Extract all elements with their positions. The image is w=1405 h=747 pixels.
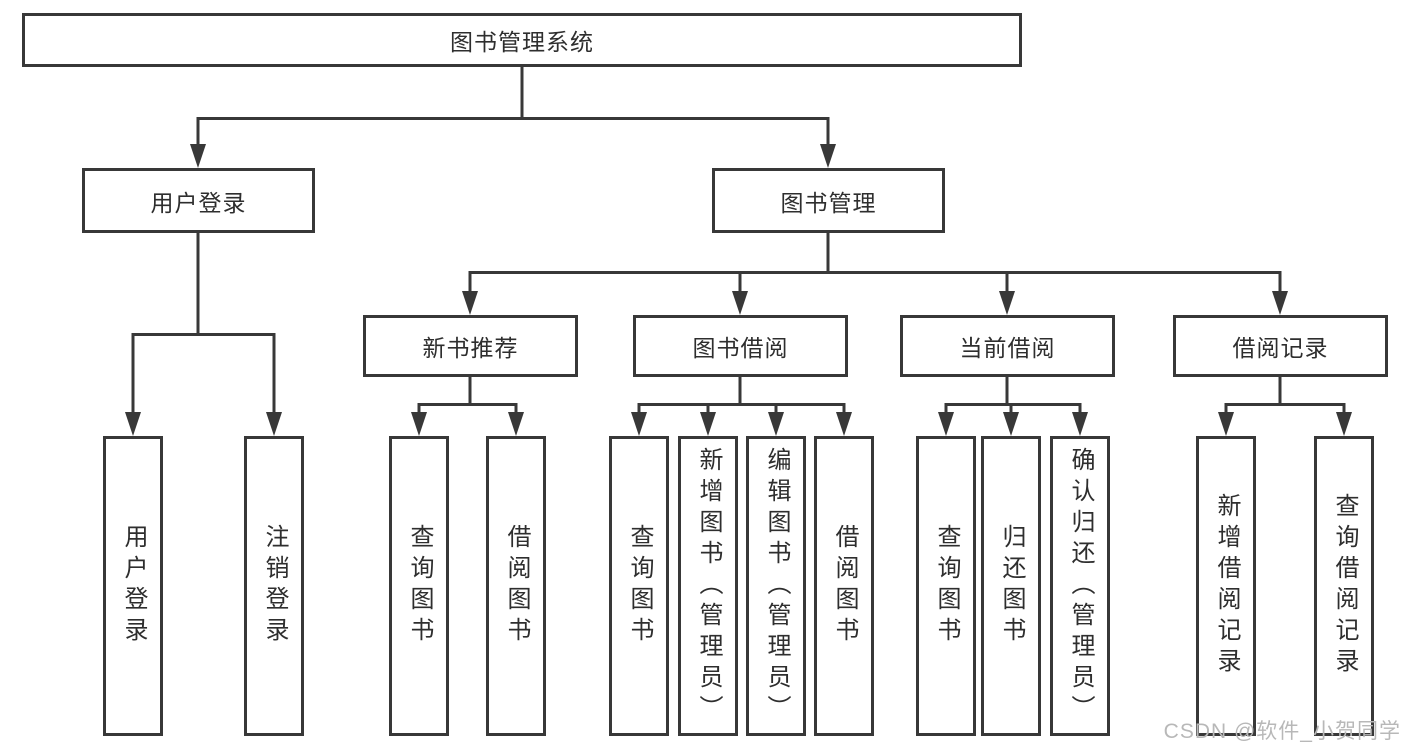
node-book-management-label: 图书管理: [780, 189, 877, 216]
leaf-borrow-books-1: 借阅图书: [486, 436, 546, 736]
leaf-borrow-books-2-label: 借阅图书: [831, 524, 858, 648]
leaf-borrow-books-2: 借阅图书: [814, 436, 874, 736]
leaf-confirm-return-admin: 确认归还（管理员）: [1050, 436, 1110, 736]
node-book-borrow: 图书借阅: [633, 315, 848, 377]
leaf-query-books-3: 查询图书: [916, 436, 976, 736]
node-root: 图书管理系统: [22, 13, 1022, 67]
csdn-watermark: CSDN @软件_小贺同学: [1163, 720, 1401, 743]
node-book-borrow-label: 图书借阅: [692, 335, 789, 361]
node-current-borrow-label: 当前借阅: [959, 335, 1056, 361]
node-user-login-label: 用户登录: [150, 189, 247, 216]
leaf-query-books-1-label: 查询图书: [406, 524, 433, 648]
leaf-edit-books-admin-label: 编辑图书（管理员）: [763, 446, 790, 726]
leaf-user-login: 用户登录: [103, 436, 163, 736]
leaf-borrow-books-1-label: 借阅图书: [503, 524, 530, 648]
leaf-logout: 注销登录: [244, 436, 304, 736]
leaf-return-books: 归还图书: [981, 436, 1041, 736]
node-new-book-recommend: 新书推荐: [363, 315, 578, 377]
node-borrow-records-label: 借阅记录: [1232, 335, 1329, 361]
leaf-add-books-admin: 新增图书（管理员）: [678, 436, 738, 736]
node-new-book-recommend-label: 新书推荐: [422, 335, 519, 361]
leaf-user-login-label: 用户登录: [120, 524, 147, 648]
leaf-query-borrow-record: 查询借阅记录: [1314, 436, 1374, 736]
leaf-query-books-1: 查询图书: [389, 436, 449, 736]
leaf-add-borrow-record: 新增借阅记录: [1196, 436, 1256, 736]
node-borrow-records: 借阅记录: [1173, 315, 1388, 377]
leaf-query-books-2-label: 查询图书: [626, 524, 653, 648]
leaf-query-borrow-record-label: 查询借阅记录: [1331, 493, 1358, 679]
leaf-return-books-label: 归还图书: [998, 524, 1025, 648]
leaf-edit-books-admin: 编辑图书（管理员）: [746, 436, 806, 736]
leaf-add-borrow-record-label: 新增借阅记录: [1213, 493, 1240, 679]
node-current-borrow: 当前借阅: [900, 315, 1115, 377]
node-root-label: 图书管理系统: [450, 29, 594, 55]
leaf-logout-label: 注销登录: [261, 524, 288, 648]
node-book-management: 图书管理: [712, 168, 945, 233]
leaf-confirm-return-admin-label: 确认归还（管理员）: [1067, 446, 1094, 726]
leaf-add-books-admin-label: 新增图书（管理员）: [695, 446, 722, 726]
arrowheads: [125, 144, 1352, 436]
leaf-query-books-3-label: 查询图书: [933, 524, 960, 648]
leaf-query-books-2: 查询图书: [609, 436, 669, 736]
node-user-login: 用户登录: [82, 168, 315, 233]
